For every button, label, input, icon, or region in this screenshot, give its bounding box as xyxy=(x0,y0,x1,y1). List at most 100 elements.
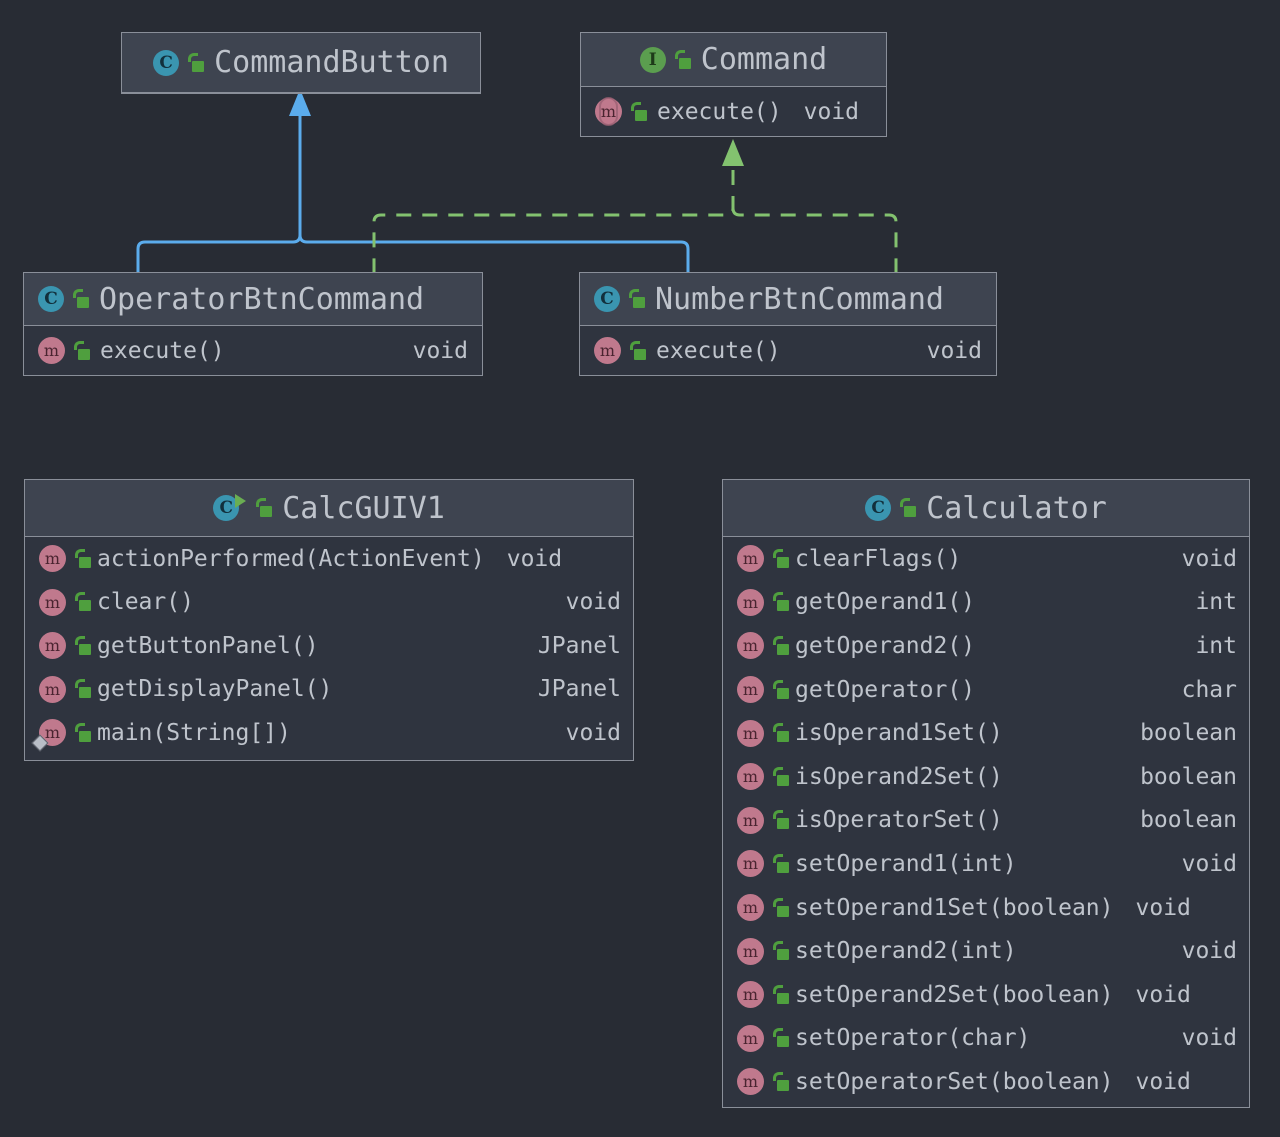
member-row[interactable]: m isOperatorSet() boolean xyxy=(723,799,1249,843)
class-header-commandbutton: C CommandButton xyxy=(122,33,480,93)
class-box-calcguiv1[interactable]: C CalcGUIV1 m actionPerformed(ActionEven… xyxy=(24,479,634,761)
member-type: void xyxy=(1181,938,1237,965)
class-header-calculator: C Calculator xyxy=(723,480,1249,537)
public-unlock-icon xyxy=(71,289,89,309)
member-type: void xyxy=(1181,545,1237,572)
member-name: execute() xyxy=(100,337,225,364)
method-icon: m xyxy=(39,588,66,616)
member-type: boolean xyxy=(1140,720,1237,747)
member-row[interactable]: m execute() void xyxy=(581,87,886,136)
member-type: JPanel xyxy=(537,676,621,703)
public-unlock-icon xyxy=(73,679,91,699)
member-row[interactable]: m getButtonPanel() JPanel xyxy=(25,624,633,668)
method-icon: m xyxy=(737,545,764,573)
class-name-calculator: Calculator xyxy=(926,490,1107,526)
member-row[interactable]: m isOperand2Set() boolean xyxy=(723,755,1249,799)
member-row[interactable]: m execute() void xyxy=(24,326,482,375)
method-icon: m xyxy=(39,675,66,703)
class-name-command: Command xyxy=(700,42,828,77)
member-name: actionPerformed(ActionEvent) xyxy=(97,545,485,572)
method-icon: m xyxy=(39,545,66,573)
public-unlock-icon xyxy=(771,1071,789,1092)
public-unlock-icon xyxy=(186,52,205,73)
class-box-calculator[interactable]: C Calculator m clearFlags() void m getOp… xyxy=(722,479,1250,1108)
member-row[interactable]: m getOperator() char xyxy=(723,668,1249,712)
method-icon: m xyxy=(737,719,764,747)
member-name: setOperatorSet(boolean) xyxy=(795,1068,1114,1095)
public-unlock-icon xyxy=(771,897,789,918)
public-unlock-icon xyxy=(771,853,789,874)
member-name: main(String[]) xyxy=(97,719,291,746)
public-unlock-icon xyxy=(73,635,91,656)
class-header-calcguiv1: C CalcGUIV1 xyxy=(25,480,633,537)
member-type: void xyxy=(412,337,468,364)
member-row[interactable]: m setOperand2Set(boolean) void xyxy=(723,973,1249,1017)
interface-icon: I xyxy=(639,46,666,73)
class-icon: C xyxy=(865,495,892,521)
member-row[interactable]: m setOperand1Set(boolean) void xyxy=(723,886,1249,930)
member-row[interactable]: m execute() void xyxy=(580,326,996,375)
member-type: void xyxy=(1181,1025,1237,1052)
method-icon: m xyxy=(737,850,764,878)
class-members-calcguiv1: m actionPerformed(ActionEvent) void m cl… xyxy=(25,537,633,755)
member-name: setOperator(char) xyxy=(795,1025,1031,1052)
member-row[interactable]: m getOperand1() int xyxy=(723,581,1249,625)
public-unlock-icon xyxy=(771,810,789,830)
member-type: void xyxy=(1135,1068,1191,1095)
class-name-operatorbtncommand: OperatorBtnCommand xyxy=(99,281,425,317)
method-icon: m xyxy=(39,632,66,660)
member-name: getOperand2() xyxy=(795,632,976,659)
method-icon: m xyxy=(594,337,621,364)
member-name: getOperand1() xyxy=(795,589,976,616)
method-icon: m xyxy=(737,937,764,965)
public-unlock-icon xyxy=(628,340,646,361)
member-row[interactable]: m setOperatorSet(boolean) void xyxy=(723,1060,1249,1104)
class-box-operatorbtncommand[interactable]: C OperatorBtnCommand m execute() void xyxy=(23,272,483,376)
class-icon: C xyxy=(594,286,620,312)
member-row[interactable]: m setOperand2(int) void xyxy=(723,929,1249,973)
class-name-commandbutton: CommandButton xyxy=(214,45,449,80)
method-icon: m xyxy=(737,676,764,704)
public-unlock-icon xyxy=(73,592,91,612)
member-row[interactable]: m clear() void xyxy=(25,581,633,625)
public-unlock-icon xyxy=(72,340,90,361)
method-icon: m xyxy=(38,337,65,364)
method-icon: m xyxy=(737,588,764,616)
public-unlock-icon xyxy=(771,766,789,787)
member-name: setOperand1(int) xyxy=(795,850,1017,877)
class-box-command[interactable]: I Command m execute() void xyxy=(580,32,887,137)
method-icon: m xyxy=(737,806,764,834)
member-row[interactable]: m getOperand2() int xyxy=(723,624,1249,668)
member-row[interactable]: m main(String[]) void xyxy=(25,711,633,755)
public-unlock-icon xyxy=(73,722,91,743)
member-name: execute() xyxy=(656,337,781,364)
member-name: getOperator() xyxy=(795,676,976,703)
member-row[interactable]: m getDisplayPanel() JPanel xyxy=(25,668,633,712)
member-row[interactable]: m setOperand1(int) void xyxy=(723,842,1249,886)
runnable-class-icon: C xyxy=(213,494,247,522)
public-unlock-icon xyxy=(73,548,91,569)
member-name: clear() xyxy=(97,589,194,616)
class-members-command: m execute() void xyxy=(581,87,886,136)
method-icon: m xyxy=(737,894,764,922)
class-icon: C xyxy=(38,286,64,312)
static-modifier-badge xyxy=(31,734,49,752)
class-name-numberbtncommand: NumberBtnCommand xyxy=(655,281,944,317)
member-row[interactable]: m actionPerformed(ActionEvent) void xyxy=(25,537,633,581)
class-box-commandbutton[interactable]: C CommandButton xyxy=(121,32,481,94)
class-box-numberbtncommand[interactable]: C NumberBtnCommand m execute() void xyxy=(579,272,997,376)
class-members-calculator: m clearFlags() void m getOperand1() int … xyxy=(723,537,1249,1104)
realization-edges xyxy=(372,139,898,272)
member-name: getDisplayPanel() xyxy=(97,676,333,703)
method-icon: m xyxy=(737,763,764,791)
public-unlock-icon xyxy=(771,723,789,743)
class-header-command: I Command xyxy=(581,33,886,87)
class-name-calcguiv1: CalcGUIV1 xyxy=(282,490,445,526)
member-row[interactable]: m clearFlags() void xyxy=(723,537,1249,581)
member-row[interactable]: m setOperator(char) void xyxy=(723,1017,1249,1061)
member-type: void xyxy=(1181,850,1237,877)
public-unlock-icon xyxy=(771,984,789,1005)
member-row[interactable]: m isOperand1Set() boolean xyxy=(723,711,1249,755)
method-icon: m xyxy=(737,1024,764,1052)
